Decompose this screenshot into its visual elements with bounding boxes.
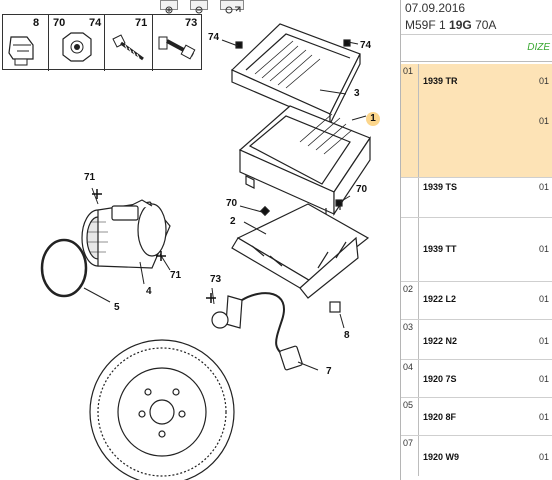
model-bold: 19G — [449, 18, 472, 32]
clip-icon — [8, 36, 34, 66]
callout-74[interactable]: 74 — [360, 40, 372, 51]
group-number: 05 — [403, 400, 414, 410]
group-cell: 07 — [401, 436, 419, 476]
group-cell — [401, 178, 419, 217]
part-code: 1939 TS — [423, 182, 458, 192]
part-qty: 01 — [539, 336, 550, 346]
callout-70[interactable]: 70 — [356, 184, 368, 195]
fastener-legend: 8 70 74 71 — [2, 14, 203, 71]
part-code: 1939 TT — [423, 244, 457, 254]
part-row[interactable]: 02 1922 L2 01 — [401, 282, 552, 320]
part-row[interactable]: 05 1920 8F 01 — [401, 398, 552, 436]
nut-icon — [62, 32, 92, 62]
fastener-cell[interactable]: 8 — [3, 15, 49, 71]
callout-2[interactable]: 2 — [230, 216, 236, 227]
zoom-fit-button[interactable] — [220, 0, 244, 14]
engine-tag: DIZE — [527, 42, 550, 53]
zoom-out-button[interactable] — [190, 0, 208, 14]
part-code: 1939 TR — [423, 76, 458, 86]
zoom-in-button[interactable] — [160, 0, 178, 14]
screw-icon — [112, 34, 144, 61]
part-code: 1920 7S — [423, 374, 457, 384]
group-cell: 01 — [401, 64, 419, 177]
parts-rows: 01 1939 TR 01 01 1939 TS 01 1939 TT 01 0… — [401, 64, 552, 476]
crank-sensor — [225, 295, 243, 329]
seal-ring — [40, 238, 88, 298]
part-qty: 01 — [539, 374, 550, 384]
divider — [401, 34, 552, 35]
callout-74[interactable]: 74 — [208, 32, 220, 43]
callout-73[interactable]: 73 — [210, 274, 222, 285]
part-row[interactable]: 04 1920 7S 01 — [401, 360, 552, 398]
zoom-out-icon — [195, 6, 203, 14]
fastener-label: 73 — [185, 17, 198, 29]
fastener-cell[interactable]: 71 — [105, 15, 153, 71]
part-code: 1920 W9 — [423, 452, 460, 462]
group-cell: 02 — [401, 282, 419, 319]
callout-4[interactable]: 4 — [146, 286, 152, 297]
callout-8[interactable]: 8 — [344, 330, 350, 341]
group-cell: 05 — [401, 398, 419, 435]
catalog-date: 07.09.2016 — [405, 1, 466, 15]
group-number: 07 — [403, 438, 414, 448]
callout-71[interactable]: 71 — [84, 172, 96, 183]
group-cell: 03 — [401, 320, 419, 359]
parts-list-panel: 07.09.2016 M59F 1 19G 70A DIZE 01 1939 T… — [400, 0, 552, 480]
bolt-icon — [158, 36, 196, 60]
fastener-cell[interactable]: 70 74 — [49, 15, 105, 71]
callout-7[interactable]: 7 — [326, 366, 332, 377]
zoom-fit-icon — [225, 6, 241, 14]
group-number: 04 — [403, 362, 414, 372]
callout-3[interactable]: 3 — [354, 88, 360, 99]
zoom-in-icon — [165, 6, 173, 14]
model-prefix: M59F 1 — [405, 18, 446, 32]
fastener-cell[interactable]: 73 — [153, 15, 203, 71]
part-row[interactable]: 03 1922 N2 01 — [401, 320, 552, 360]
part-row[interactable]: 01 1939 TR 01 01 — [401, 64, 552, 178]
group-cell — [401, 218, 419, 281]
callout-5[interactable]: 5 — [114, 302, 120, 313]
divider — [401, 61, 552, 62]
fastener-label: 71 — [135, 17, 148, 29]
part-qty: 01 — [539, 116, 550, 126]
part-qty: 01 — [539, 412, 550, 422]
part-row[interactable]: 1939 TT 01 — [401, 218, 552, 282]
group-number: 03 — [403, 322, 414, 332]
part-qty: 01 — [539, 76, 550, 86]
fastener-label: 70 — [53, 17, 66, 29]
part-qty: 01 — [539, 294, 550, 304]
group-number: 01 — [403, 66, 414, 76]
fastener-label: 8 — [33, 17, 40, 29]
part-row[interactable]: 1939 TS 01 — [401, 178, 552, 218]
group-cell: 04 — [401, 360, 419, 397]
fastener-label: 74 — [89, 17, 102, 29]
part-qty: 01 — [539, 452, 550, 462]
ecu-bracket — [236, 203, 370, 283]
exploded-view-drawing — [40, 23, 371, 480]
part-code: 1922 L2 — [423, 294, 457, 304]
model-code: M59F 1 19G 70A — [405, 18, 496, 32]
model-suffix: 70A — [475, 18, 497, 32]
part-code: 1922 N2 — [423, 336, 458, 346]
group-number: 02 — [403, 284, 414, 294]
part-code: 1920 8F — [423, 412, 457, 422]
callout-71[interactable]: 71 — [170, 270, 182, 281]
parts-diagram[interactable]: 8 70 74 71 — [0, 0, 400, 480]
callout-70[interactable]: 70 — [226, 198, 238, 209]
part-row[interactable]: 07 1920 W9 01 — [401, 436, 552, 476]
part-qty: 01 — [539, 244, 550, 254]
part-qty: 01 — [539, 182, 550, 192]
callout-1[interactable]: 1 — [366, 112, 380, 126]
